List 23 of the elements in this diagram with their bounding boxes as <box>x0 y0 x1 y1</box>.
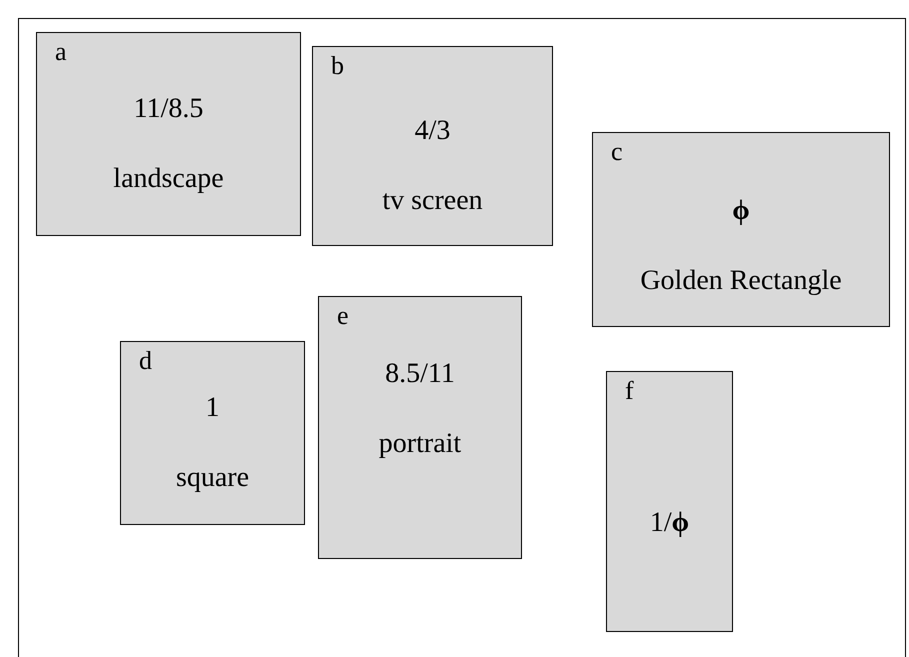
ratio-label: ϕ <box>732 195 750 227</box>
rectangle-panel <box>36 32 301 236</box>
ratio-label: 8.5/11 <box>385 358 455 390</box>
panel-letter: e <box>337 301 349 331</box>
ratio-label: 1 <box>206 392 220 424</box>
format-label: Golden Rectangle <box>640 265 842 297</box>
ratio-label: 1/ϕ <box>650 507 690 539</box>
rectangle-panel <box>318 296 522 559</box>
panel-letter: f <box>625 376 634 406</box>
rectangle-panel <box>312 46 553 246</box>
format-label: square <box>176 462 250 494</box>
ratio-label: 11/8.5 <box>134 93 204 125</box>
rectangle-panel <box>606 371 733 632</box>
panel-letter: c <box>611 137 623 167</box>
panel-letter: b <box>331 51 344 81</box>
format-label: landscape <box>113 163 224 195</box>
rectangle-panel <box>120 341 305 525</box>
panel-letter: a <box>55 37 67 67</box>
ratio-label: 4/3 <box>414 115 450 147</box>
rectangle-panel <box>592 132 890 327</box>
panel-letter: d <box>139 346 152 376</box>
format-label: tv screen <box>382 185 483 217</box>
format-label: portrait <box>378 428 462 460</box>
